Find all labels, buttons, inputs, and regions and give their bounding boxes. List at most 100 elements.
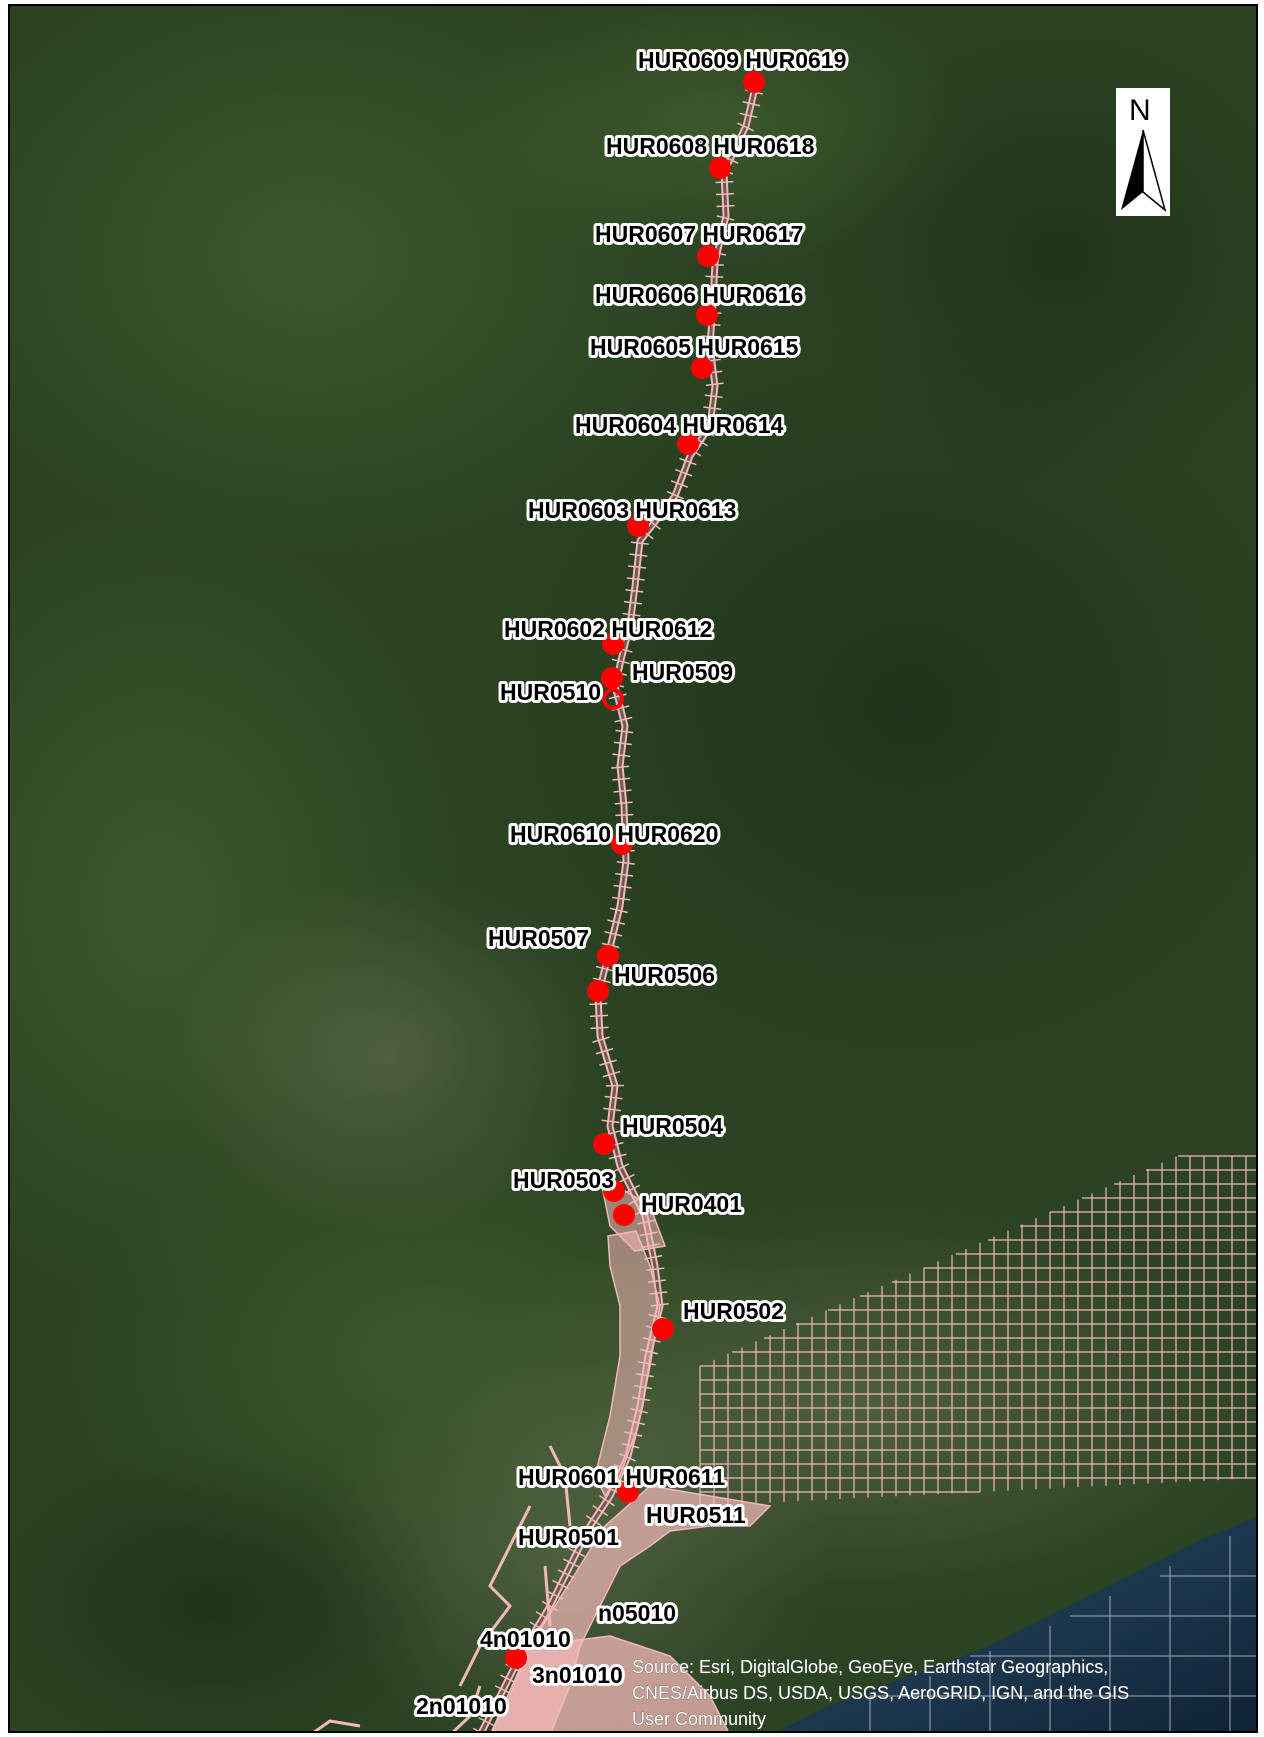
station-label: HUR0607 HUR0617 [595, 221, 803, 247]
mesh-tick [705, 382, 724, 387]
mesh-tick [645, 517, 661, 530]
station-labels: HUR0609 HUR0619 HUR0608 HUR0618 HUR0607 … [413, 44, 849, 1722]
mesh-tick [610, 907, 628, 914]
mesh-tick [595, 965, 614, 972]
station-marker [602, 633, 624, 655]
mesh-tick [640, 1348, 658, 1355]
mesh-tick [552, 1579, 570, 1590]
mesh-tick [599, 1059, 617, 1066]
station-label: HUR0503 [513, 1167, 614, 1193]
mesh-tick [595, 1047, 614, 1055]
mesh-tick [616, 861, 635, 865]
mesh-tick [715, 192, 735, 196]
mesh-tick [568, 1547, 586, 1558]
mesh-tick [742, 100, 761, 107]
mesh-tick [494, 1685, 512, 1695]
station-label: HUR0401 [641, 1191, 742, 1217]
north-arrow: N [1116, 88, 1170, 216]
mesh-tick [592, 1036, 610, 1043]
mesh-tick [612, 777, 631, 781]
ocean-grid [869, 1536, 1256, 1731]
station-label: 3n01010 [532, 1662, 623, 1688]
ocean-area [778, 1517, 1256, 1731]
station-marker [611, 833, 633, 855]
map-frame[interactable]: HUR0609 HUR0619 HUR0608 HUR0618 HUR0607 … [8, 4, 1258, 1733]
mesh-tick [701, 346, 720, 351]
station-label: 2n01010 [416, 1693, 507, 1719]
mesh-tick [585, 1514, 602, 1527]
sound-grid [699, 1155, 1256, 1506]
mesh-tick [629, 553, 648, 557]
station-marker [603, 1180, 625, 1202]
mesh-tick [615, 825, 634, 829]
mesh-tick [604, 930, 623, 937]
mesh-tick [612, 1163, 630, 1173]
mesh-tick [604, 1095, 623, 1100]
station-marker [613, 1204, 635, 1226]
mesh-tick [704, 287, 723, 290]
station-label: HUR0511 [646, 1502, 746, 1528]
mesh-tick [613, 789, 632, 793]
mesh-tick [637, 1361, 656, 1366]
mesh-tick [618, 1452, 636, 1462]
station-label: HUR0605 HUR0615 [590, 334, 799, 360]
station-label: 4n01010 [480, 1626, 571, 1652]
mesh-tick [639, 1231, 658, 1237]
mesh-tick [675, 468, 693, 477]
mesh-tick [590, 1026, 609, 1030]
mesh-tick [563, 1558, 580, 1568]
station-label: HUR0601 HUR0611 [518, 1464, 725, 1490]
mesh-tick [613, 741, 632, 746]
station-marker [617, 1481, 639, 1503]
mesh-tick [613, 884, 632, 889]
station-label: HUR0604 HUR0614 [575, 412, 784, 438]
mesh-tick [603, 1107, 622, 1112]
mesh-tick [634, 1384, 653, 1390]
mesh-tick [617, 1173, 635, 1184]
mesh-tick [609, 1474, 627, 1484]
mesh-tick [739, 112, 758, 119]
mesh-tick [615, 872, 634, 877]
mesh-tick [517, 1641, 534, 1653]
station-label: HUR0609 HUR0619 [638, 47, 846, 73]
station-label: HUR0502 [683, 1298, 784, 1324]
station-marker [709, 157, 731, 179]
mesh-tick [679, 457, 697, 466]
mesh-tick [701, 418, 720, 422]
mesh-tick [613, 1463, 632, 1473]
mesh-tick [635, 1373, 654, 1378]
mesh-tick [611, 658, 630, 665]
mesh-tick [737, 122, 754, 132]
mesh-tick [478, 1717, 496, 1727]
mesh-tick [592, 977, 611, 984]
mesh-tick [637, 1219, 656, 1225]
mesh-tick [611, 896, 631, 901]
mesh-tick [500, 1674, 517, 1684]
mesh-tick [625, 589, 644, 593]
mesh-tick [602, 1070, 621, 1078]
mesh-tick [624, 1431, 643, 1437]
mesh-tick [629, 1407, 648, 1414]
station-marker [696, 304, 718, 326]
station-label: HUR0610 HUR0620 [510, 821, 718, 847]
station-marker [697, 245, 719, 267]
mesh-tick [615, 813, 634, 817]
station-marker [743, 71, 765, 93]
mesh-tick [541, 1600, 559, 1612]
station-marker [677, 433, 699, 455]
mesh-tick [612, 753, 631, 758]
mesh-tick [626, 577, 645, 581]
mesh-tick [731, 133, 749, 143]
attribution-line: Source: Esri, DigitalGlobe, GeoEye, Eart… [632, 1657, 1108, 1677]
mesh-tick [601, 1119, 620, 1124]
station-markers [505, 71, 765, 1669]
mesh-tick [483, 1706, 501, 1717]
station-marker [587, 980, 609, 1002]
mesh-tick [705, 275, 724, 278]
attribution: Source: Esri, DigitalGlobe, GeoEye, Eart… [632, 1657, 1130, 1730]
mesh-tick [703, 406, 722, 410]
mesh-tick [621, 1442, 640, 1449]
station-label: HUR0509 [632, 659, 733, 685]
mesh-tick [698, 425, 715, 437]
mesh-tick [614, 801, 633, 805]
